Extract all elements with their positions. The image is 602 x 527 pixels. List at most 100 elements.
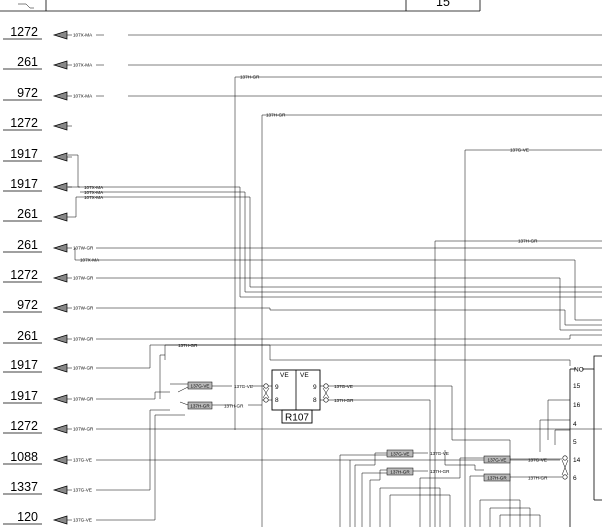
wire-label: 137G-VE [73,488,92,493]
reference-row: 261 [3,207,72,222]
reference-number[interactable]: 1272 [10,25,38,39]
reference-number[interactable]: 261 [17,329,38,343]
connector-pin-icon [263,383,269,389]
off-page-arrow-icon[interactable] [52,485,68,495]
off-page-arrow-icon[interactable] [52,273,68,283]
wire-label: 137H-GR [430,469,450,474]
tag-label: 137G-VE [391,452,410,457]
reference-number[interactable]: 1917 [10,389,38,403]
off-page-arrow-icon[interactable] [52,152,68,162]
wire-label: 107X-MA [73,33,93,38]
reference-row: 1272 [3,116,72,131]
connector-pin-label: 4 [573,421,577,428]
tag-label: 137G-VE [488,458,507,463]
off-page-arrow-icon[interactable] [52,91,68,101]
connector-pin-icon [323,383,329,389]
wire-label: 107W-GR [73,397,94,402]
reference-row: 1917 [3,147,72,162]
wire-label: 107X-MA [84,190,104,195]
connector-pin-icon [562,455,568,461]
wire-label: 107X-MA [73,63,93,68]
reference-row: 1337 137G-VE [3,480,104,495]
reference-number[interactable]: 261 [17,207,38,221]
reference-number[interactable]: 972 [17,298,38,312]
wires-137g [104,409,560,527]
bundle-107x: 107X-MA 107X-MA 107X-MA 107X-MA [68,154,602,321]
connector-pin-label: 6 [573,475,577,482]
connector-pin-icon [323,397,329,403]
reference-number[interactable]: 261 [17,238,38,252]
wire-label: 137G-VE [334,384,353,389]
wire-label: 137H-GR [178,343,198,348]
wire-label: 107W-GR [73,366,94,371]
reference-number[interactable]: 1272 [10,116,38,130]
wire-label: 107X-MA [84,195,104,200]
reference-number[interactable]: 1917 [10,177,38,191]
reference-row: 1272 107W-GR [3,268,104,283]
wire-label: 107W-GR [73,337,94,342]
wire-label: 137H-GR [334,398,354,403]
reference-number[interactable]: 120 [17,510,38,524]
reference-number[interactable]: 1272 [10,419,38,433]
wire-label: 107W-GR [73,427,94,432]
reference-number[interactable]: 1088 [10,450,38,464]
wire-label: 137G-VE [234,384,253,389]
wire-label: 137H-GR [266,113,286,118]
wires-107w [104,247,602,430]
wire-label: 137G-VE [510,148,529,153]
tag-label: 137H-GR [190,404,210,409]
relay-r107: R107 VE VE 9 8 9 8 137G-VE 137H-GR [262,369,511,527]
reference-row: 261 107X-MA [3,55,104,70]
relay-left-label: VE [280,372,289,379]
tag-label: 137H-GR [487,476,507,481]
relay-input-tags: 137G-VE 137H-GR 137G-VE 137H-GR [170,381,262,410]
relay-name: R107 [285,413,309,424]
off-page-arrow-icon[interactable] [52,30,68,40]
off-page-arrow-icon[interactable] [52,212,68,222]
reference-row: 972 107W-GR [3,298,104,313]
off-page-arrow-icon[interactable] [52,121,68,131]
reference-row: 1917 107W-GR [3,389,104,404]
off-page-arrow-icon[interactable] [52,515,68,525]
off-page-arrow-icon[interactable] [52,334,68,344]
wires-137h-mid: 137H-GR [159,343,571,399]
off-page-arrow-icon[interactable] [52,243,68,253]
wire-label: 107X-MA [84,185,104,190]
relay-pin: 9 [313,384,317,391]
title-block: 15 [0,0,481,12]
reference-number[interactable]: 1272 [10,268,38,282]
reference-number[interactable]: 1917 [10,358,38,372]
connector-pin-label: 16 [573,402,581,409]
reference-number[interactable]: 1917 [10,147,38,161]
off-page-arrow-icon[interactable] [52,60,68,70]
off-page-arrow-icon[interactable] [52,182,68,192]
reference-number[interactable]: 261 [17,55,38,69]
off-page-arrow-icon[interactable] [52,455,68,465]
reference-row: 1917 107W-GR [3,358,104,373]
wire-label: 137G-VE [528,458,547,463]
tag-label: 137H-GR [390,470,410,475]
reference-number[interactable]: 1337 [10,480,38,494]
reference-row: 1272 107W-GR [3,419,104,434]
lower-tags: 137G-VE 137H-GR 137G-VE 137H-GR 137G-VE … [339,449,548,527]
wire-label: 137H-GR [240,75,260,80]
off-page-arrow-icon[interactable] [52,394,68,404]
off-page-arrow-icon[interactable] [52,424,68,434]
wire-label: 137H-GR [528,476,548,481]
wire-label: 137H-GR [224,404,244,409]
wire-label: 107W-GR [73,306,94,311]
reference-row: 261 107W-GR [3,329,104,344]
wire-label: 137G-VE [73,458,92,463]
connector-pin-icon [562,474,568,480]
connector-pin-label: 15 [573,383,581,390]
wire-label: 107W-GR [73,276,94,281]
reference-number[interactable]: 972 [17,86,38,100]
off-page-arrow-icon[interactable] [52,363,68,373]
top-wires: 137H-GR 137H-GR 137G-VE 137H-GR [128,34,602,527]
off-page-arrow-icon[interactable] [52,303,68,313]
